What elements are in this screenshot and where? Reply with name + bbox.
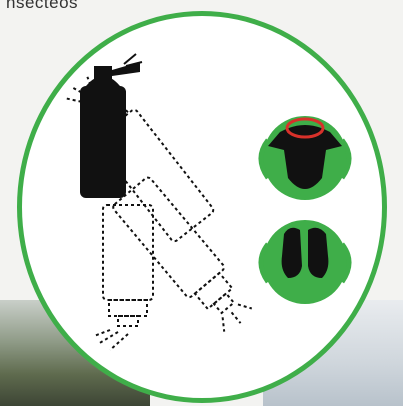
sheep-head-icon xyxy=(261,116,349,200)
spray-motion-outline-diagonal xyxy=(112,176,259,339)
sheep-hooves-icon xyxy=(261,220,349,304)
spray-can-icon xyxy=(80,54,142,198)
spray-motion-outline-vertical xyxy=(94,205,153,350)
